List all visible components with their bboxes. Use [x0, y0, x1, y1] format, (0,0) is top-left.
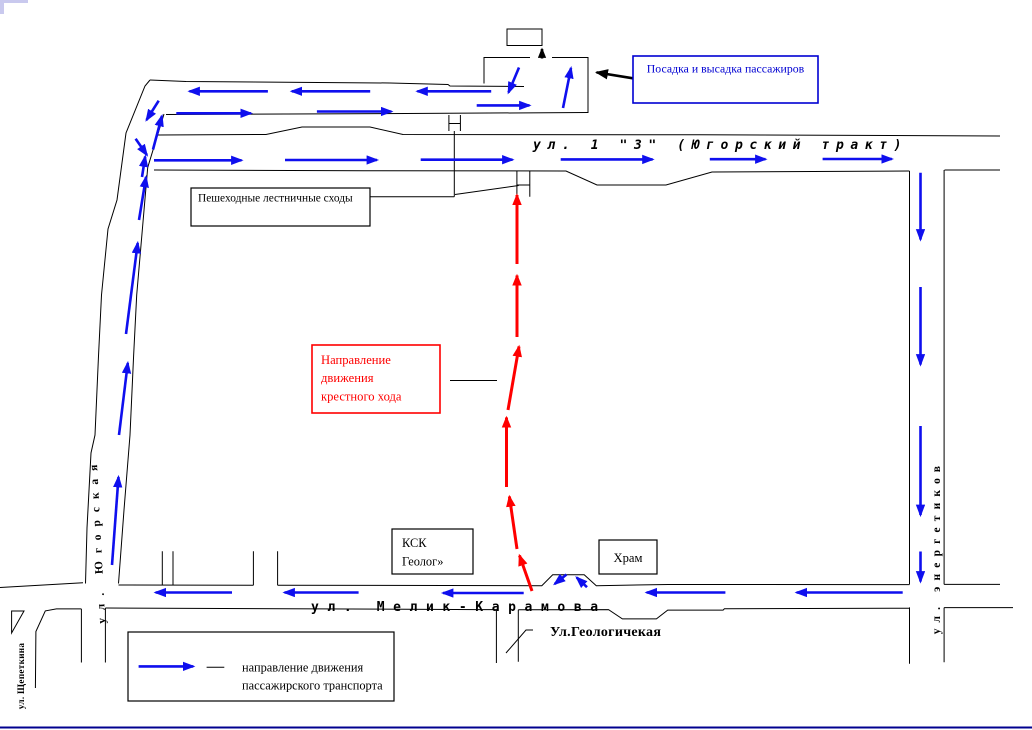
yugorskaya-outer-edge: [85, 79, 151, 584]
procession-arrow-4: [506, 344, 522, 411]
street-names: ул. 1 "З" (Югорский тракт) ул. Мелик-Кар…: [16, 138, 943, 709]
geologicheskaya-label-leader: [505, 629, 533, 654]
procession-box-line1: Направление: [321, 353, 391, 367]
stairs-symbol-upper: [448, 115, 461, 131]
ksk-box-line1: КСК: [402, 536, 427, 550]
street-melik: ул. Мелик-Карамова: [311, 600, 607, 615]
arrow-loop-out: [561, 65, 574, 109]
scan-corner-artifact: [0, 0, 28, 14]
arrow-boarding-pointer: [594, 69, 634, 80]
trakt-top-edge: [149, 79, 525, 87]
bus-loop-outline: [483, 57, 589, 113]
arrow-junction-down-1: [145, 100, 160, 122]
legend-line1: направление движения: [242, 661, 363, 675]
stop-symbol-east: [252, 551, 279, 586]
street-yugorskaya: ул. Югорская: [88, 456, 109, 624]
arrow-yugorskaya-north-1: [110, 474, 123, 566]
road-network: [0, 28, 1013, 689]
arrow-yugorskaya-north-2: [117, 360, 132, 436]
geologicheskaya-edges: [495, 609, 519, 663]
arrow-yugorskaya-north-4: [137, 174, 149, 221]
boarding-box: [632, 55, 819, 104]
black-arrows: [537, 47, 634, 80]
label-boxes: Посадка и высадка пассажиров Пешеходные …: [127, 55, 819, 702]
legend-line2: пассажирского транспорта: [242, 679, 383, 693]
procession-box: [311, 344, 441, 414]
street-geologicheskaya: Ул.Геологичекая: [550, 625, 661, 640]
arrow-loop-in: [507, 66, 521, 95]
stairs-label-leader: [370, 131, 519, 198]
ksk-box: [391, 528, 474, 575]
stop-symbol-west: [161, 551, 174, 586]
shchepetkina-fork-wedge: [11, 610, 25, 635]
trakt-median-line: [157, 126, 1001, 137]
street-energetikov: ул. энергетиков: [931, 460, 943, 634]
stair-symbols: [161, 115, 531, 586]
trakt-bottom-edge: [153, 169, 1000, 186]
procession-box-line3: крестного хода: [321, 390, 402, 404]
melik-top-edge: [0, 574, 1000, 588]
arrow-temple-out: [575, 576, 588, 589]
arrow-temple-in: [553, 573, 568, 586]
street-shchepetkina: ул. Щепеткина: [16, 643, 26, 710]
temple-box: [598, 539, 658, 575]
yugorskaya-stub-edges: [80, 608, 106, 663]
procession-path: [501, 193, 534, 592]
street-trakt: ул. 1 "З" (Югорский тракт): [532, 138, 908, 153]
procession-arrow-2: [506, 494, 519, 550]
boarding-box-label: Посадка и высадка пассажиров: [647, 62, 805, 76]
corner-smudge-horizontal: [0, 0, 28, 3]
temple-box-label: Храм: [614, 551, 643, 565]
ksk-box-line2: Геолог»: [402, 555, 443, 569]
loop-building: [506, 28, 543, 46]
arrow-junction-down-2: [134, 137, 149, 157]
procession-box-line2: движения: [321, 371, 374, 385]
stairs-box: [190, 187, 371, 227]
leader-lines: [370, 131, 533, 654]
arrow-junction-up: [151, 113, 164, 150]
yugorskaya-inner-edge: [118, 113, 165, 584]
legend-box: [127, 631, 395, 702]
arrow-yugorskaya-north-5: [138, 154, 149, 178]
corner-smudge-vertical: [0, 0, 4, 14]
stairs-box-label: Пешеходные лестничные сходы: [198, 193, 353, 205]
transport-arrows: [110, 65, 926, 598]
melik-bottom-edge: [34, 607, 1013, 689]
arrow-yugorskaya-north-3: [124, 240, 142, 335]
stairs-symbol-lower: [516, 171, 531, 197]
procession-arrow-1: [518, 553, 534, 592]
